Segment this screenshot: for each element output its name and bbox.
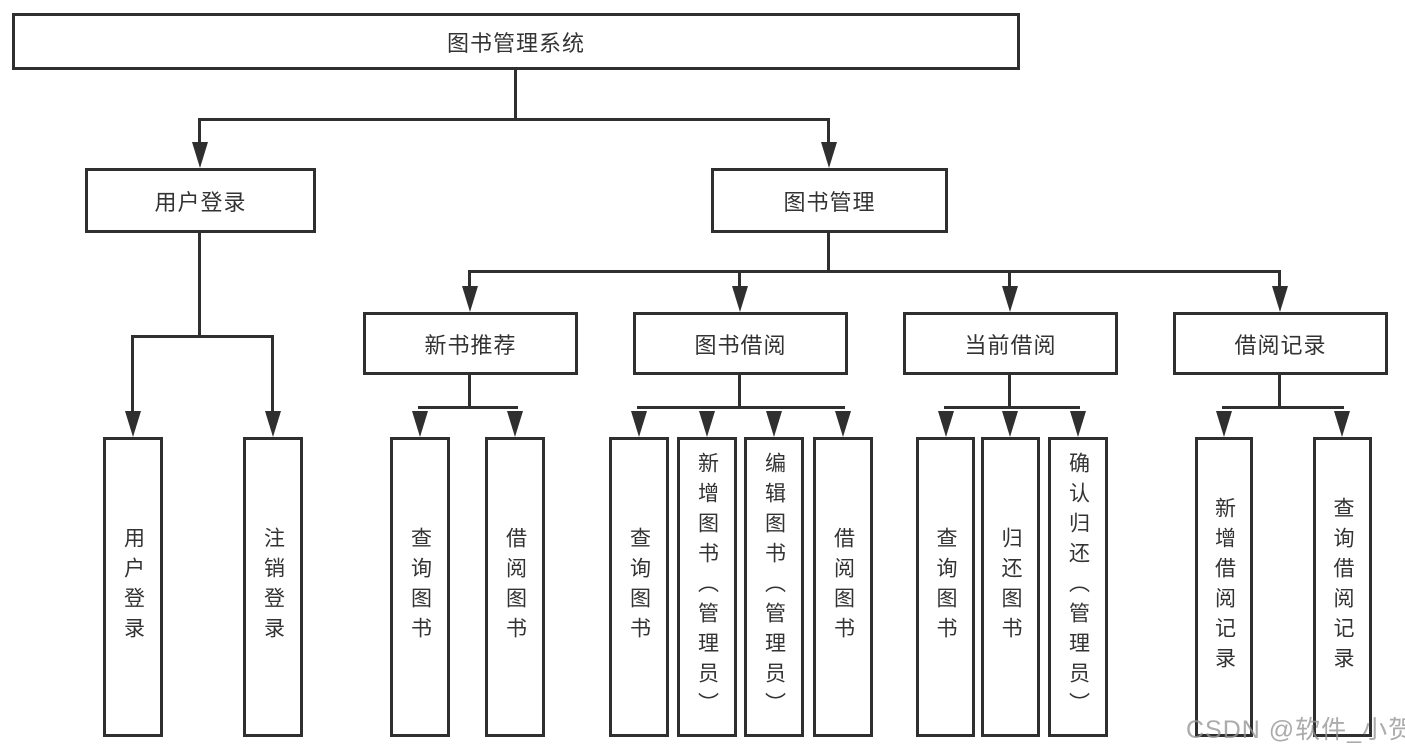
leaf-return-books: 归还图书 [981, 437, 1040, 737]
connector-recommend-down [468, 375, 471, 409]
arrow-to-records-leaf1 [1216, 411, 1232, 437]
arrow-to-borrow-leaf4 [835, 411, 851, 437]
connector-root-stem [514, 70, 517, 118]
connector-l3-2-stem [738, 270, 741, 287]
arrow-to-current-leaf3 [1070, 411, 1086, 437]
csdn-watermark: CSDN @软件_小贺同学 [1186, 716, 1405, 744]
connector-current-branch [944, 406, 1080, 409]
arrow-to-borrow-leaf2 [699, 411, 715, 437]
leaf-confirm-return-admin: 确认归还（管理员） [1048, 437, 1108, 737]
leaf-add-borrow-record-label: 新增借阅记录 [1212, 497, 1236, 677]
leaf-edit-books-admin: 编辑图书（管理员） [744, 437, 804, 737]
arrow-to-current-borrow [1002, 286, 1018, 312]
leaf-query-borrow-record: 查询借阅记录 [1313, 437, 1372, 737]
leaf-borrow-borrow-books: 借阅图书 [813, 437, 873, 737]
leaf-query-borrow-record-label: 查询借阅记录 [1331, 497, 1354, 677]
node-root-label: 图书管理系统 [446, 30, 585, 56]
arrow-to-current-leaf1 [938, 411, 954, 437]
leaf-recommend-query-books-label: 查询图书 [408, 527, 432, 647]
leaf-recommend-query-books: 查询图书 [390, 437, 450, 737]
node-book-management: 图书管理 [711, 168, 948, 233]
arrow-to-login-leaf2 [265, 411, 281, 437]
leaf-current-query-books: 查询图书 [916, 437, 975, 737]
arrow-to-borrow-records [1272, 286, 1288, 312]
leaf-logout-label: 注销登录 [261, 527, 285, 647]
arrow-to-records-leaf2 [1334, 411, 1350, 437]
arrow-to-recommend-leaf1 [412, 411, 428, 437]
connector-login-leaf1-stem [131, 335, 134, 413]
arrow-to-book-management [821, 142, 837, 168]
leaf-add-books-admin: 新增图书（管理员） [677, 437, 737, 737]
leaf-borrow-borrow-books-label: 借阅图书 [831, 527, 855, 647]
node-new-book-recommend-label: 新书推荐 [424, 332, 517, 358]
leaf-current-query-books-label: 查询图书 [934, 527, 957, 647]
connector-recommend-branch [418, 406, 518, 409]
connector-level3-branch [468, 270, 1281, 273]
node-current-borrow-label: 当前借阅 [964, 332, 1057, 358]
arrow-to-borrow-leaf3 [766, 411, 782, 437]
connector-mgmt-stem [827, 118, 830, 145]
leaf-edit-books-admin-label: 编辑图书（管理员） [762, 452, 786, 722]
connector-borrow-down [738, 375, 741, 409]
leaf-borrow-query-books: 查询图书 [609, 437, 669, 737]
connector-records-branch [1222, 406, 1344, 409]
connector-level2-branch [199, 118, 830, 121]
connector-l3-3-stem [1008, 270, 1011, 287]
node-book-management-label: 图书管理 [783, 189, 876, 215]
node-root: 图书管理系统 [12, 13, 1020, 70]
arrow-to-recommend-leaf2 [507, 411, 523, 437]
connector-l3-1-stem [468, 270, 471, 287]
node-user-login-label: 用户登录 [154, 189, 247, 215]
arrow-to-new-book-recommend [462, 286, 478, 312]
leaf-recommend-borrow-books: 借阅图书 [485, 437, 545, 737]
arrow-to-user-login [192, 142, 208, 168]
connector-user-login-down [198, 233, 201, 335]
leaf-user-login-label: 用户登录 [121, 527, 145, 647]
connector-login-stem [198, 118, 201, 145]
leaf-logout: 注销登录 [243, 437, 303, 737]
connector-records-down [1278, 375, 1281, 409]
connector-mgmt-down [827, 233, 830, 272]
leaf-user-login: 用户登录 [103, 437, 163, 737]
leaf-return-books-label: 归还图书 [999, 527, 1022, 647]
node-current-borrow: 当前借阅 [903, 312, 1118, 375]
leaf-confirm-return-admin-label: 确认归还（管理员） [1066, 452, 1090, 722]
leaf-add-books-admin-label: 新增图书（管理员） [695, 452, 719, 722]
connector-current-down [1008, 375, 1011, 409]
arrow-to-borrow-leaf1 [631, 411, 647, 437]
node-book-borrow-label: 图书借阅 [694, 332, 787, 358]
node-borrow-records: 借阅记录 [1173, 312, 1388, 375]
arrow-to-book-borrow [732, 286, 748, 312]
arrow-to-login-leaf1 [125, 411, 141, 437]
leaf-borrow-query-books-label: 查询图书 [627, 527, 651, 647]
node-new-book-recommend: 新书推荐 [363, 312, 578, 375]
leaf-add-borrow-record: 新增借阅记录 [1195, 437, 1253, 737]
connector-login-leaves-branch [131, 335, 274, 338]
node-borrow-records-label: 借阅记录 [1234, 332, 1327, 358]
node-book-borrow: 图书借阅 [633, 312, 848, 375]
connector-borrow-branch [637, 406, 845, 409]
connector-login-leaf2-stem [271, 335, 274, 413]
connector-l3-4-stem [1278, 270, 1281, 287]
node-user-login: 用户登录 [85, 168, 316, 233]
leaf-recommend-borrow-books-label: 借阅图书 [503, 527, 527, 647]
arrow-to-current-leaf2 [1002, 411, 1018, 437]
